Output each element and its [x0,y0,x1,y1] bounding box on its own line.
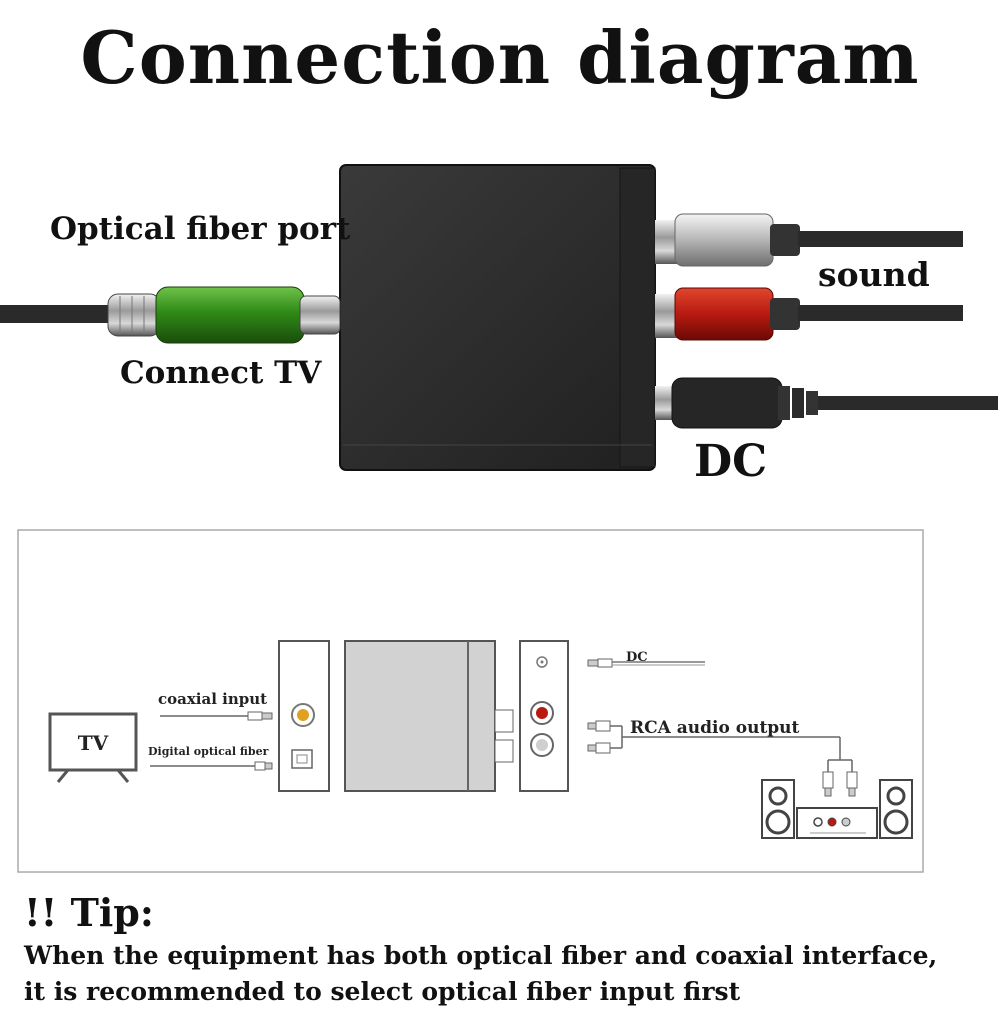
right-speaker-icon [879,779,913,839]
page-title: Connection diagram [80,15,920,100]
dc-cable: DC [587,650,705,668]
left-speaker-icon [761,779,795,839]
schematic-frame [17,529,924,873]
dc-cable-icon [655,377,998,429]
tip-section: !! Tip: When the equipment has both opti… [24,894,994,1010]
product-photo [0,164,998,471]
output-panel [519,640,569,792]
tip-heading: !! Tip: [24,890,154,935]
rca-audio-output-label: RCA audio output [630,718,800,738]
optical-fiber-cable: Digital optical fiber [148,745,273,771]
amplifier-icon [796,807,878,839]
tip-line-1: When the equipment has both optical fibe… [24,941,938,970]
tv-text: TV [78,731,109,755]
optical-cable-icon [0,286,341,344]
optical-fiber-port-label: Optical fiber port [50,211,351,247]
input-panel [278,640,330,792]
converter-box [344,640,514,792]
rca-output-cable: RCA audio output [587,718,858,797]
coaxial-cable: coaxial input [158,690,273,721]
dc-label: DC [694,436,768,487]
coaxial-input-label: coaxial input [158,690,267,708]
sound-label: sound [818,255,930,294]
rca-red-cable-icon [655,287,963,341]
schematic-dc-label: DC [626,650,648,665]
tip-line-2: it is recommended to select optical fibe… [24,977,741,1006]
tv-icon: TV [48,712,138,783]
digital-optical-fiber-label: Digital optical fiber [148,745,269,758]
rca-white-cable-icon [655,213,963,267]
connect-tv-label: Connect TV [120,355,322,391]
